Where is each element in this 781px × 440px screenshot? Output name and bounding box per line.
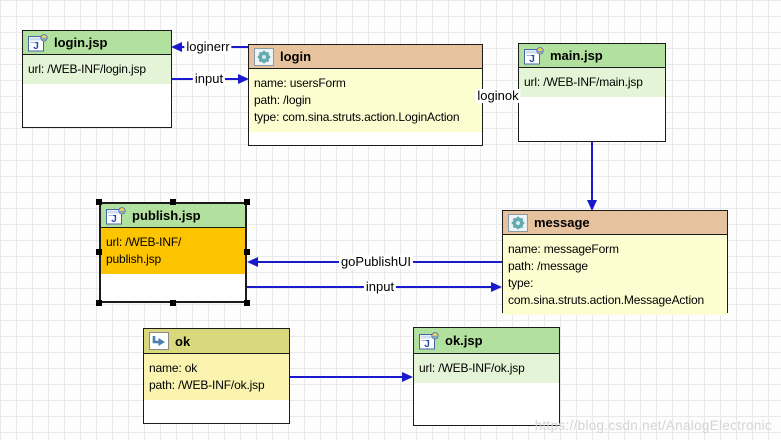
- node-body: url: /WEB-INF/ publish.jsp: [101, 228, 245, 274]
- selection-handle[interactable]: [96, 249, 102, 255]
- node-login-action[interactable]: login name: usersForm path: /login type:…: [248, 44, 483, 146]
- node-login-jsp[interactable]: J login.jsp url: /WEB-INF/login.jsp: [22, 30, 172, 128]
- node-property: type: com.sina.struts.action.LoginAction: [254, 110, 460, 124]
- node-ok-forward[interactable]: ok name: ok path: /WEB-INF/ok.jsp: [143, 328, 290, 424]
- node-header: J publish.jsp: [101, 204, 245, 228]
- jsp-page-icon: J: [28, 33, 48, 52]
- node-header: ok: [144, 329, 289, 354]
- wire-ok-to-okjsp[interactable]: [290, 372, 413, 382]
- node-body: name: ok path: /WEB-INF/ok.jsp: [144, 354, 289, 400]
- node-title: ok.jsp: [445, 333, 483, 348]
- node-property: name: messageForm: [508, 242, 619, 256]
- node-property: name: usersForm: [254, 76, 346, 90]
- node-property: path: /message: [508, 259, 588, 273]
- node-body: name: usersForm path: /login type: com.s…: [249, 69, 482, 132]
- node-main-jsp[interactable]: J main.jsp url: /WEB-INF/main.jsp: [518, 43, 666, 142]
- selection-handle[interactable]: [244, 199, 250, 205]
- node-title: ok: [175, 333, 191, 349]
- svg-text:J: J: [529, 54, 535, 65]
- node-body: url: /WEB-INF/main.jsp: [519, 68, 665, 97]
- node-property: url: /WEB-INF/main.jsp: [524, 75, 643, 89]
- wire-label-loginok[interactable]: loginok: [475, 88, 521, 103]
- svg-text:J: J: [33, 41, 39, 52]
- node-property: url: /WEB-INF/login.jsp: [28, 62, 146, 76]
- node-property: com.sina.struts.action.MessageAction: [508, 293, 705, 307]
- forward-icon: [149, 332, 169, 350]
- node-ok-jsp[interactable]: J ok.jsp url: /WEB-INF/ok.jsp: [413, 327, 560, 426]
- node-header: J login.jsp: [23, 31, 171, 55]
- node-property: path: /login: [254, 93, 311, 107]
- svg-text:J: J: [111, 214, 117, 225]
- node-title: login.jsp: [54, 35, 108, 50]
- wire-label-input-login[interactable]: input: [192, 71, 226, 86]
- watermark: https://blog.csdn.net/AnalogElectronic: [534, 418, 772, 433]
- wire-label-gopublishui[interactable]: goPublishUI: [338, 254, 414, 269]
- wire-label-input-message[interactable]: input: [363, 279, 397, 294]
- node-body: name: messageForm path: /message type: c…: [503, 235, 727, 315]
- node-header: J main.jsp: [519, 44, 665, 68]
- svg-text:J: J: [424, 339, 430, 350]
- action-icon: [508, 213, 528, 232]
- jsp-page-icon: J: [524, 46, 544, 65]
- node-header: login: [249, 45, 482, 69]
- selection-handle[interactable]: [96, 300, 102, 306]
- node-title: main.jsp: [550, 48, 603, 63]
- node-property: url: /WEB-INF/: [106, 235, 182, 249]
- selection-handle[interactable]: [170, 199, 176, 205]
- node-header: message: [503, 211, 727, 235]
- selection-handle[interactable]: [170, 300, 176, 306]
- node-title: message: [534, 215, 590, 230]
- wire-label-loginerr[interactable]: loginerr: [184, 39, 232, 54]
- node-property: publish.jsp: [106, 252, 162, 266]
- wire-main-to-message[interactable]: [587, 142, 597, 211]
- node-property: type:: [508, 276, 534, 290]
- jsp-page-icon: J: [106, 206, 126, 225]
- selection-handle[interactable]: [96, 199, 102, 205]
- node-title: login: [280, 49, 312, 64]
- node-property: path: /WEB-INF/ok.jsp: [149, 378, 265, 392]
- node-header: J ok.jsp: [414, 328, 559, 354]
- selection-handle[interactable]: [244, 249, 250, 255]
- node-body: url: /WEB-INF/login.jsp: [23, 55, 171, 84]
- node-property: name: ok: [149, 361, 198, 375]
- selection-handle[interactable]: [244, 300, 250, 306]
- jsp-page-icon: J: [419, 331, 439, 350]
- node-publish-jsp[interactable]: J publish.jsp url: /WEB-INF/ publish.jsp: [99, 202, 247, 303]
- node-property: url: /WEB-INF/ok.jsp: [419, 361, 525, 375]
- action-icon: [254, 47, 274, 66]
- node-title: publish.jsp: [132, 208, 201, 223]
- node-body: url: /WEB-INF/ok.jsp: [414, 354, 559, 383]
- node-message-action[interactable]: message name: messageForm path: /message…: [502, 210, 728, 315]
